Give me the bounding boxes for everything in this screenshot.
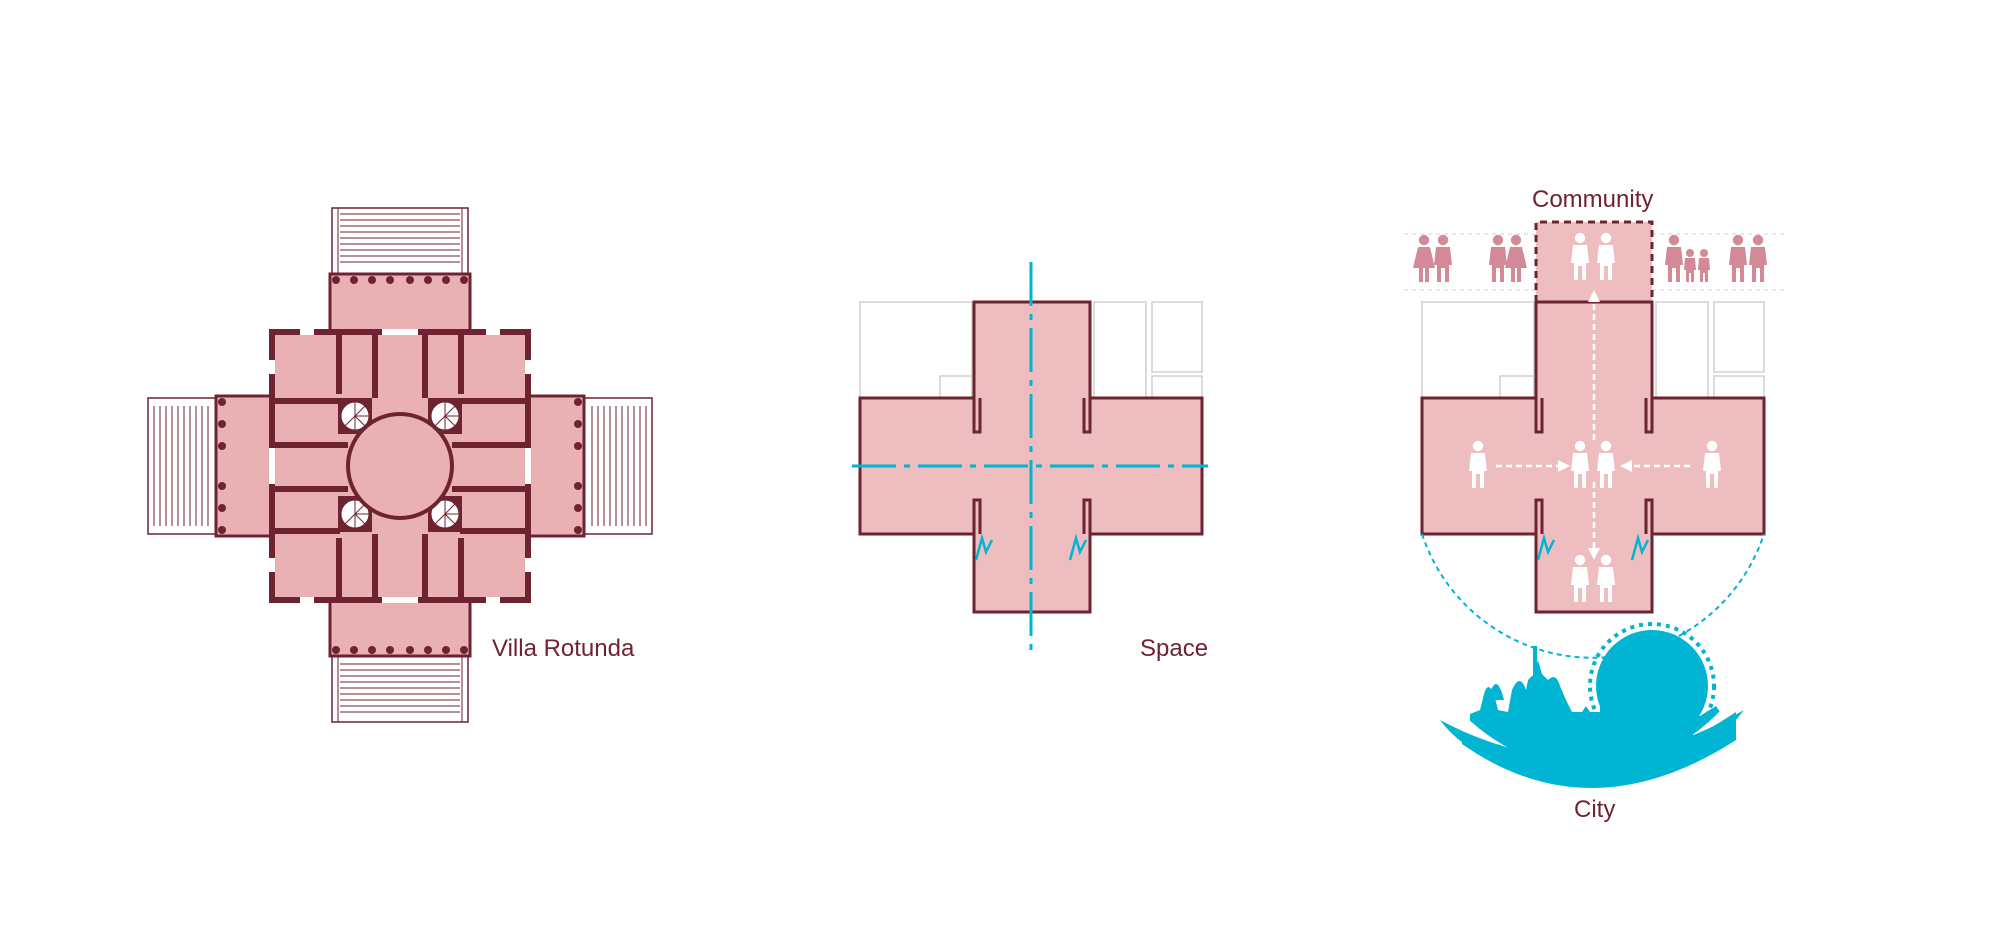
circulation-arrows [1496, 298, 1690, 552]
villa-stair-wells [338, 398, 462, 532]
community-extension [1536, 222, 1652, 302]
label-space: Space [1140, 635, 1209, 662]
community-entry-markers [1536, 533, 1650, 561]
villa-rotunda-hall [346, 412, 454, 520]
villa-columns [218, 276, 582, 654]
space-notches [972, 398, 1092, 534]
city-circle-outline [1421, 533, 1765, 659]
ferris-wheel-icon [1588, 622, 1716, 750]
villa-stair-treads [153, 208, 647, 722]
villa-rotunda-plan [147, 207, 653, 723]
label-villa-rotunda: Villa Rotunda [492, 635, 635, 662]
space-diagram [852, 262, 1208, 652]
villa-openings [269, 329, 531, 603]
community-city-diagram [1404, 220, 1784, 789]
villa-porticos [214, 272, 586, 658]
community-notches [1534, 398, 1654, 534]
villa-interior-walls [274, 334, 526, 598]
space-entry-markers [974, 533, 1088, 561]
space-axes [852, 262, 1208, 652]
circulation-arrowheads [1558, 290, 1632, 560]
label-city: City [1574, 796, 1616, 823]
label-community: Community [1532, 186, 1654, 213]
city-bowl [1440, 710, 1744, 784]
villa-stairs [147, 207, 653, 723]
community-dashed-extension-bottom [1534, 534, 1654, 614]
community-dashed-extension-top [1534, 220, 1654, 302]
